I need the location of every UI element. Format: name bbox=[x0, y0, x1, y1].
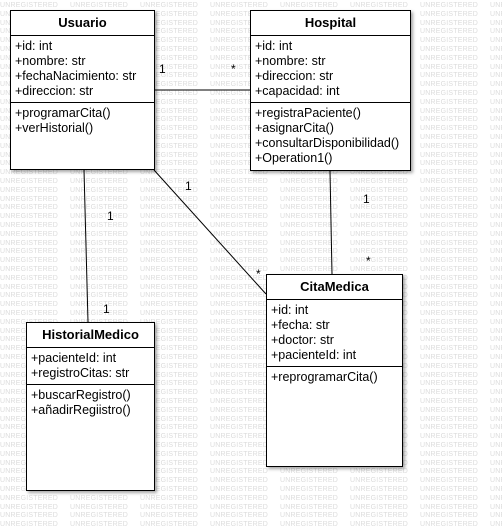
class-citamedica[interactable]: CitaMedica +id: int +fecha: str +doctor:… bbox=[266, 274, 403, 467]
multiplicity-usuario-hospital-source: 1 bbox=[159, 62, 166, 76]
multiplicity-usuario-hospital-target: * bbox=[231, 62, 236, 76]
multiplicity-usuario-cita-source: 1 bbox=[185, 179, 192, 193]
class-title: HistorialMedico bbox=[27, 323, 154, 348]
class-historialmedico[interactable]: HistorialMedico +pacienteId: int +regist… bbox=[26, 322, 155, 491]
class-title: Hospital bbox=[251, 11, 410, 36]
class-title: Usuario bbox=[11, 11, 154, 36]
multiplicity-hospital-cita-target: * bbox=[366, 254, 371, 268]
attribute: +nombre: str bbox=[255, 54, 326, 68]
attribute: +pacienteId: int bbox=[271, 348, 357, 362]
attribute: +id: int bbox=[271, 303, 309, 317]
attribute: +registroCitas: str bbox=[31, 366, 130, 380]
class-hospital[interactable]: Hospital +id: int +nombre: str +direccio… bbox=[250, 10, 411, 171]
attribute: +direccion: str bbox=[15, 84, 94, 98]
attribute: +id: int bbox=[15, 39, 53, 53]
attribute: +direccion: str bbox=[255, 69, 334, 83]
attribute: +fecha: str bbox=[271, 318, 330, 332]
attributes-section: +id: int +nombre: str +direccion: str +c… bbox=[251, 36, 410, 103]
attribute: +pacienteId: int bbox=[31, 351, 117, 365]
association-hospital-citamedica bbox=[329, 170, 333, 275]
association-usuario-historialmedico bbox=[83, 169, 89, 323]
multiplicity-usuario-cita-target: * bbox=[256, 267, 261, 281]
class-usuario[interactable]: Usuario +id: int +nombre: str +fechaNaci… bbox=[10, 10, 155, 170]
method: +añadirRegiistro() bbox=[31, 403, 131, 417]
attributes-section: +id: int +fecha: str +doctor: str +pacie… bbox=[267, 300, 402, 367]
multiplicity-usuario-historial-target: 1 bbox=[103, 302, 110, 316]
class-title: CitaMedica bbox=[267, 275, 402, 300]
attributes-section: +pacienteId: int +registroCitas: str bbox=[27, 348, 154, 385]
attribute: +doctor: str bbox=[271, 333, 334, 347]
method: +programarCita() bbox=[15, 106, 111, 120]
method: +asignarCita() bbox=[255, 121, 334, 135]
attribute: +id: int bbox=[255, 39, 293, 53]
association-usuario-citamedica bbox=[153, 169, 267, 295]
methods-section: +programarCita() +verHistorial() bbox=[11, 103, 154, 139]
attributes-section: +id: int +nombre: str +fechaNacimiento: … bbox=[11, 36, 154, 103]
method: +registraPaciente() bbox=[255, 106, 361, 120]
attribute: +fechaNacimiento: str bbox=[15, 69, 137, 83]
methods-section: +reprogramarCita() bbox=[267, 367, 402, 388]
methods-section: +buscarRegistro() +añadirRegiistro() bbox=[27, 385, 154, 421]
method: +Operation1() bbox=[255, 151, 333, 165]
method: +buscarRegistro() bbox=[31, 388, 131, 402]
method: +reprogramarCita() bbox=[271, 370, 378, 384]
method: +consultarDisponibilidad() bbox=[255, 136, 400, 150]
method: +verHistorial() bbox=[15, 121, 94, 135]
methods-section: +registraPaciente() +asignarCita() +cons… bbox=[251, 103, 410, 169]
attribute: +nombre: str bbox=[15, 54, 86, 68]
attribute: +capacidad: int bbox=[255, 84, 340, 98]
multiplicity-hospital-cita-source: 1 bbox=[363, 192, 370, 206]
multiplicity-usuario-historial-source: 1 bbox=[107, 209, 114, 223]
